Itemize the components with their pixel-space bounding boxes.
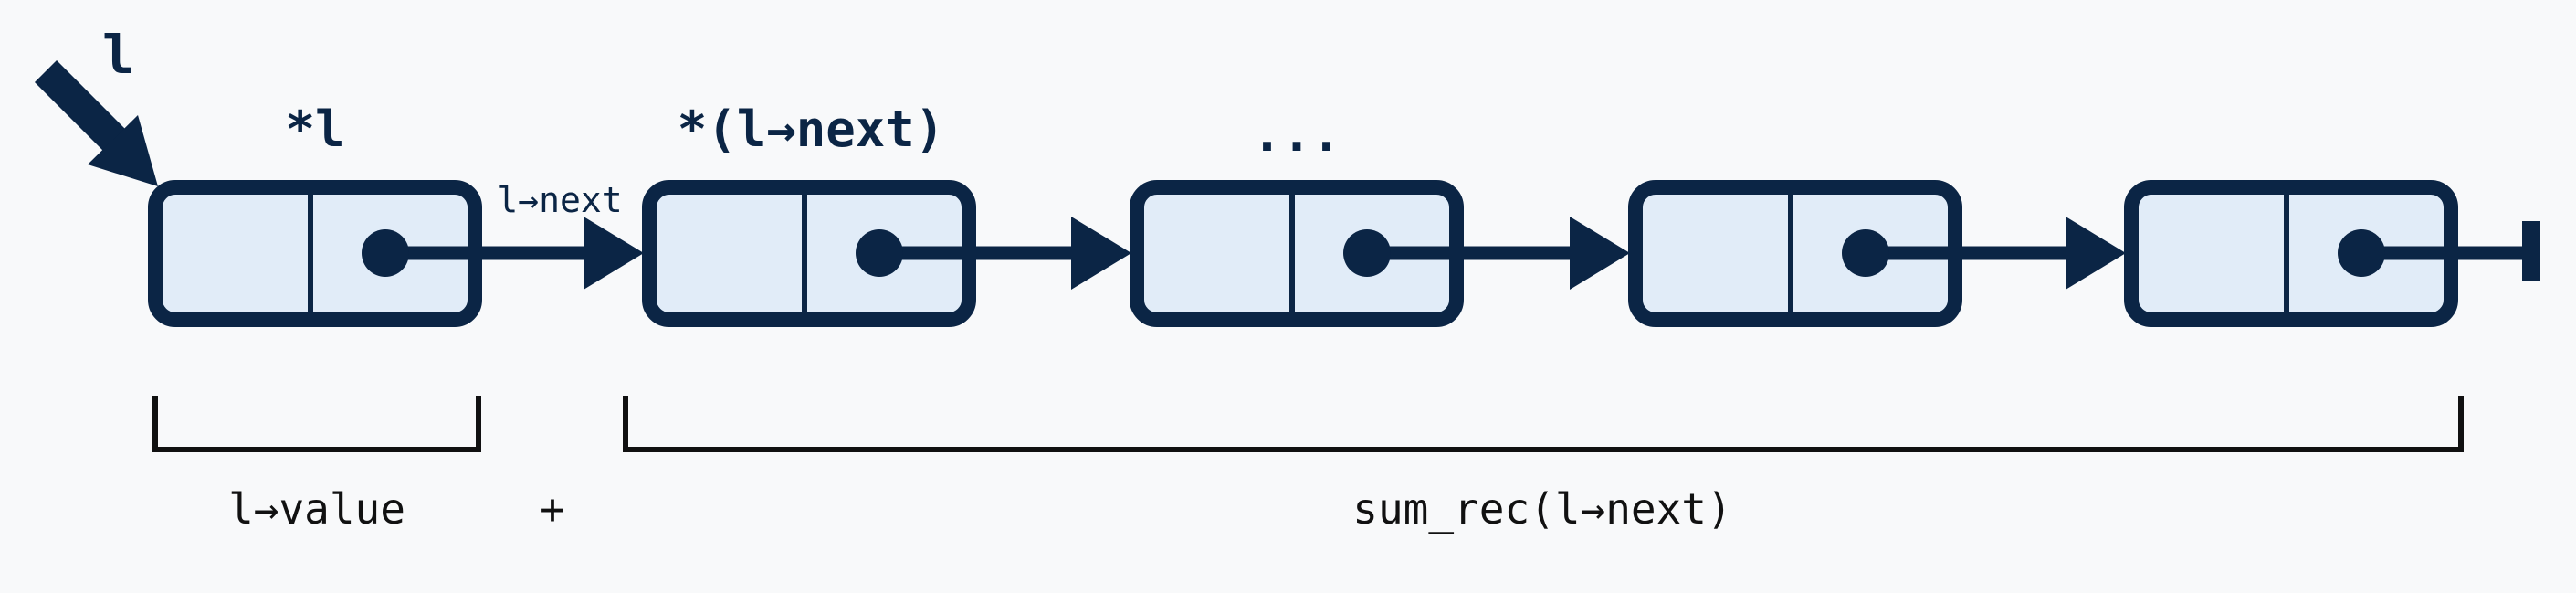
node-2 bbox=[642, 180, 1131, 327]
node-4 bbox=[1628, 180, 2126, 327]
value-bracket bbox=[152, 396, 481, 452]
rest-bracket bbox=[623, 396, 2464, 452]
pointer-dot-icon bbox=[1842, 229, 1889, 277]
pointer-variable-label: l bbox=[102, 24, 134, 86]
node-5 bbox=[2124, 180, 2529, 327]
plus-sign: + bbox=[540, 484, 565, 534]
arrowhead-icon bbox=[584, 217, 644, 290]
nodes-layer bbox=[148, 180, 2529, 327]
pointer-dot-icon bbox=[1343, 229, 1391, 277]
node2-label: *(l→next) bbox=[678, 101, 945, 158]
node-1 bbox=[148, 180, 644, 327]
edge1-label: l→next bbox=[497, 180, 622, 220]
pointer-dot-icon bbox=[362, 229, 409, 277]
arrowhead-icon bbox=[1071, 217, 1131, 290]
pointer-dot-icon bbox=[856, 229, 903, 277]
node1-label: *l bbox=[285, 101, 344, 158]
arrowhead-icon bbox=[1570, 217, 1630, 290]
pointer-dot-icon bbox=[2338, 229, 2385, 277]
entry-pointer-arrow-icon bbox=[34, 59, 158, 186]
node-3 bbox=[1130, 180, 1630, 327]
arrowhead-icon bbox=[2066, 217, 2126, 290]
value-expression: l→value bbox=[228, 484, 405, 534]
null-terminator-icon bbox=[2522, 221, 2540, 281]
recursive-call-expression: sum_rec(l→next) bbox=[1352, 484, 1731, 534]
ellipsis-label: ... bbox=[1252, 105, 1341, 163]
